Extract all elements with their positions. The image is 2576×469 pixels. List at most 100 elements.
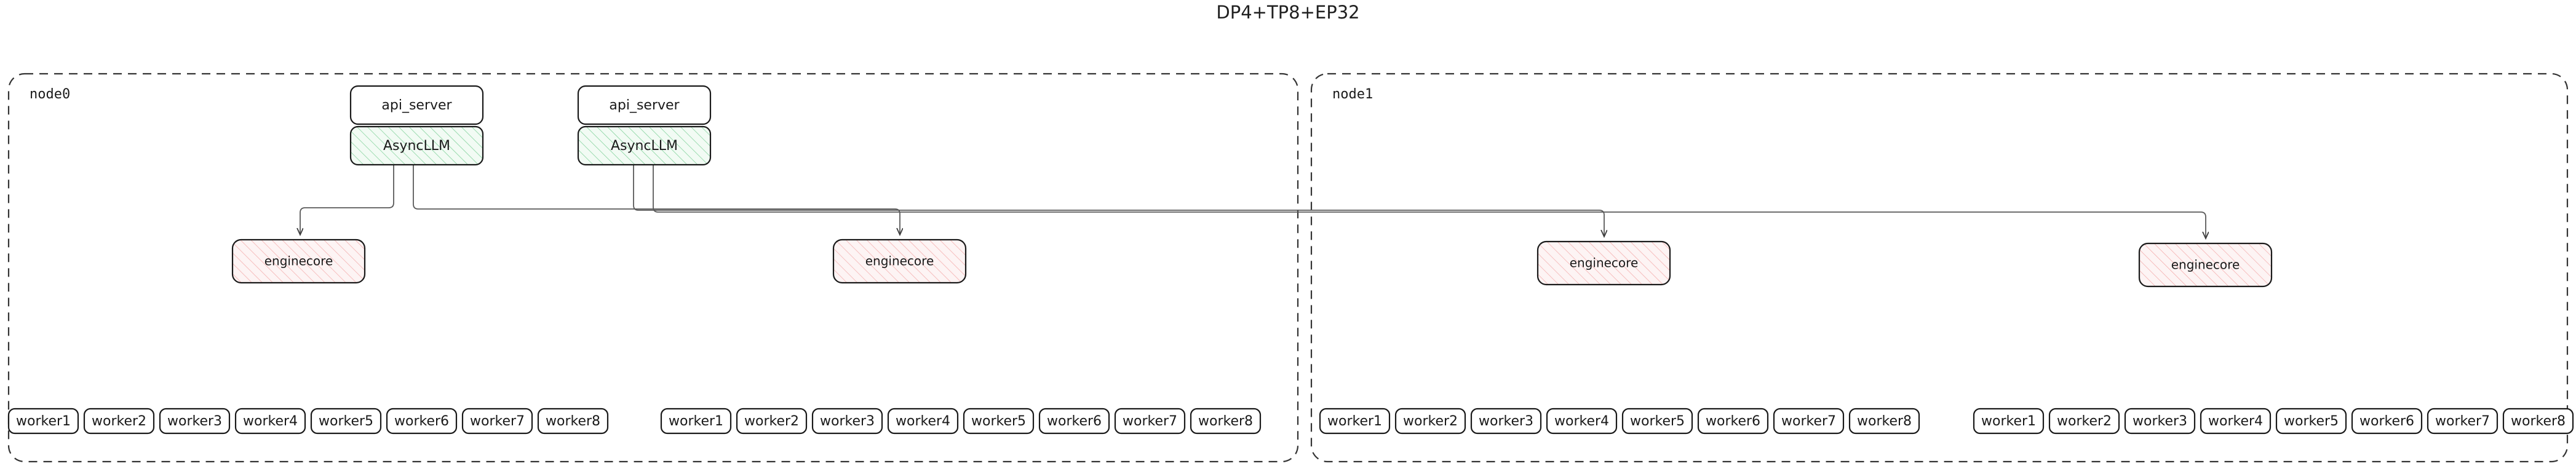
node-worker-box[interactable] [2275, 408, 2347, 435]
node-worker-label: worker2 [744, 414, 799, 429]
node-worker[interactable]: worker8 [537, 408, 609, 435]
node-worker[interactable]: worker2 [736, 408, 808, 435]
node-worker[interactable]: worker6 [1697, 408, 1769, 435]
node-asyncllm-0-label: AsyncLLM [383, 138, 450, 154]
node-worker-box[interactable] [2124, 408, 2196, 435]
cluster-node0-border [7, 73, 1299, 463]
node-asyncllm-1-box[interactable] [577, 125, 712, 166]
node-worker[interactable]: worker5 [2275, 408, 2347, 435]
node-worker-label: worker1 [669, 414, 723, 429]
node-worker[interactable]: worker3 [159, 408, 231, 435]
node-worker-box[interactable] [1394, 408, 1466, 435]
node-api-server-1-box[interactable] [577, 85, 712, 125]
node-worker[interactable]: worker2 [83, 408, 155, 435]
node-worker-box[interactable] [1114, 408, 1186, 435]
node-worker-box[interactable] [1621, 408, 1693, 435]
node-worker[interactable]: worker6 [1038, 408, 1110, 435]
node-worker-box[interactable] [386, 408, 458, 435]
node-api-server-0-box[interactable] [349, 85, 484, 125]
node-worker-box[interactable] [2427, 408, 2498, 435]
node-worker[interactable]: worker7 [2427, 408, 2498, 435]
node-worker[interactable]: worker5 [1621, 408, 1693, 435]
node-asyncllm-1[interactable]: AsyncLLM [577, 125, 712, 166]
node-api-server-0-label: api_server [381, 98, 452, 113]
node-worker-box[interactable] [2200, 408, 2272, 435]
node-worker[interactable]: worker1 [1973, 408, 2045, 435]
node-worker[interactable]: worker6 [386, 408, 458, 435]
node-worker-box[interactable] [887, 408, 959, 435]
node-worker-label: worker8 [546, 414, 600, 429]
node-worker-label: worker4 [1554, 414, 1609, 429]
cluster-node1-border [1310, 73, 2569, 463]
node-worker-box[interactable] [7, 408, 79, 435]
node-worker-box[interactable] [1546, 408, 1618, 435]
node-worker[interactable]: worker8 [2502, 408, 2574, 435]
node-enginecore-3[interactable]: enginecore [2138, 242, 2273, 288]
node-worker[interactable]: worker4 [887, 408, 959, 435]
node-worker-box[interactable] [461, 408, 533, 435]
node-worker[interactable]: worker1 [660, 408, 732, 435]
node-worker-label: worker6 [394, 414, 449, 429]
node-worker[interactable]: worker5 [963, 408, 1035, 435]
node-enginecore-2[interactable]: enginecore [1536, 240, 1671, 286]
node-worker-box[interactable] [2048, 408, 2120, 435]
node-worker-box[interactable] [83, 408, 155, 435]
node-worker[interactable]: worker6 [2351, 408, 2423, 435]
node-worker-box[interactable] [1697, 408, 1769, 435]
node-worker[interactable]: worker8 [1190, 408, 1262, 435]
node-enginecore-2-box[interactable] [1536, 240, 1671, 286]
node-asyncllm-0-box[interactable] [349, 125, 484, 166]
node-worker[interactable]: worker2 [2048, 408, 2120, 435]
node-worker[interactable]: worker3 [811, 408, 883, 435]
node-enginecore-3-box[interactable] [2138, 242, 2273, 288]
node-worker-box[interactable] [1848, 408, 1920, 435]
node-worker-label: worker7 [1781, 414, 1836, 429]
node-worker[interactable]: worker1 [7, 408, 79, 435]
node-worker-box[interactable] [537, 408, 609, 435]
node-worker[interactable]: worker3 [2124, 408, 2196, 435]
node-worker-box[interactable] [660, 408, 732, 435]
node-enginecore-1-box[interactable] [832, 238, 967, 284]
node-worker-box[interactable] [1190, 408, 1262, 435]
node-worker-box[interactable] [1773, 408, 1845, 435]
node-worker-box[interactable] [2502, 408, 2574, 435]
node-enginecore-3-label: enginecore [2171, 258, 2240, 272]
node-worker-box[interactable] [1973, 408, 2045, 435]
node-worker-box[interactable] [963, 408, 1035, 435]
node-worker[interactable]: worker5 [310, 408, 382, 435]
node-worker-box[interactable] [2351, 408, 2423, 435]
node-worker-box[interactable] [1319, 408, 1391, 435]
node-worker-label: worker3 [820, 414, 875, 429]
node-worker-box[interactable] [1470, 408, 1542, 435]
node-worker-box[interactable] [234, 408, 306, 435]
node-worker[interactable]: worker3 [1470, 408, 1542, 435]
node-worker[interactable]: worker8 [1848, 408, 1920, 435]
node-worker-box[interactable] [159, 408, 231, 435]
node-worker-box[interactable] [310, 408, 382, 435]
cluster-node1: node1 [1310, 73, 2569, 463]
node-worker-box[interactable] [811, 408, 883, 435]
node-worker[interactable]: worker4 [234, 408, 306, 435]
node-worker[interactable]: worker1 [1319, 408, 1391, 435]
node-api-server-0[interactable]: api_server [349, 85, 484, 125]
node-worker-label: worker1 [16, 414, 71, 429]
node-asyncllm-0[interactable]: AsyncLLM [349, 125, 484, 166]
node-worker[interactable]: worker7 [1773, 408, 1845, 435]
node-api-server-1[interactable]: api_server [577, 85, 712, 125]
node-enginecore-1[interactable]: enginecore [832, 238, 967, 284]
node-worker[interactable]: worker4 [1546, 408, 1618, 435]
node-enginecore-0[interactable]: enginecore [231, 238, 366, 284]
cluster-node1-label: node1 [1332, 87, 1373, 102]
node-worker-box[interactable] [736, 408, 808, 435]
node-enginecore-0-box[interactable] [231, 238, 366, 284]
node-worker[interactable]: worker4 [2200, 408, 2272, 435]
node-worker[interactable]: worker7 [1114, 408, 1186, 435]
node-worker-box[interactable] [1038, 408, 1110, 435]
node-enginecore-2-label: enginecore [1570, 256, 1639, 270]
node-worker-label: worker8 [1857, 414, 1912, 429]
edge-async1-to-enginecore3 [653, 165, 2206, 238]
edge-layer [300, 165, 2206, 238]
node-worker-label: worker5 [319, 414, 373, 429]
node-worker[interactable]: worker2 [1394, 408, 1466, 435]
node-worker[interactable]: worker7 [461, 408, 533, 435]
